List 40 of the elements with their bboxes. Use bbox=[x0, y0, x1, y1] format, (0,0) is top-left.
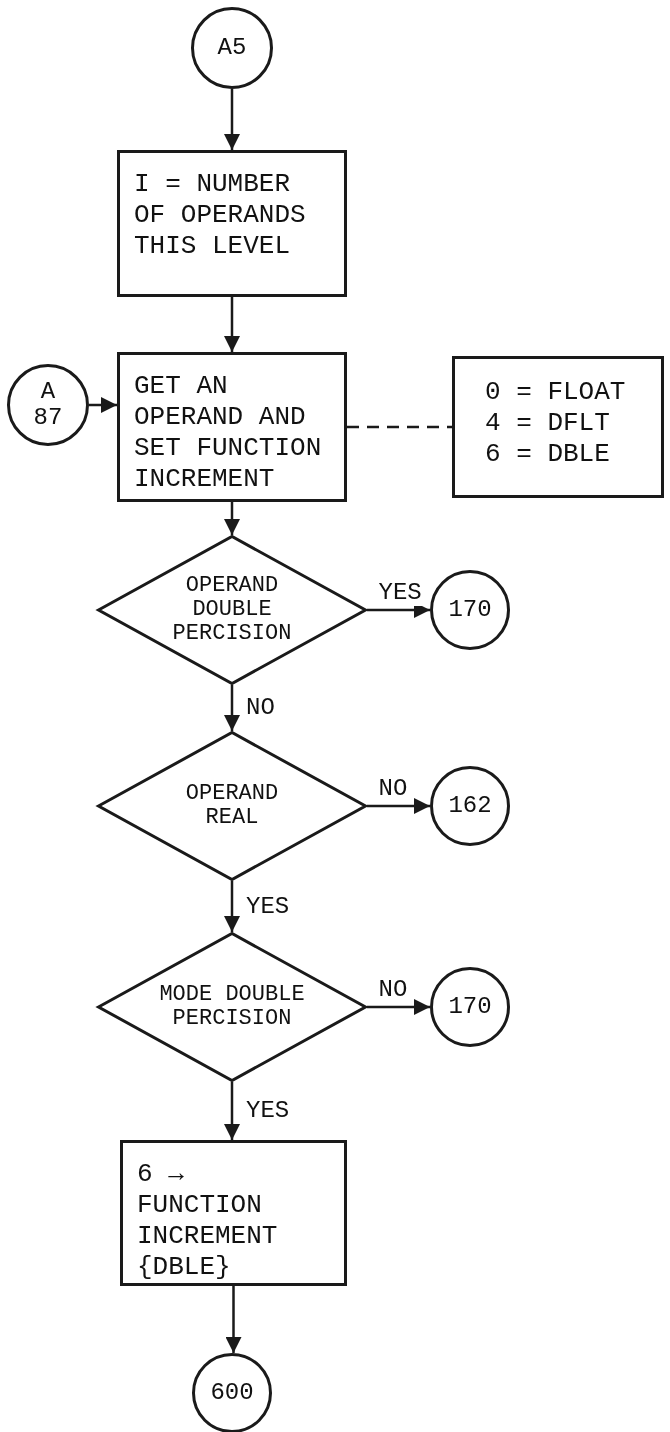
arrow bbox=[367, 999, 430, 1015]
process-box bbox=[452, 356, 664, 498]
node-text: 162 bbox=[448, 793, 492, 819]
arrow bbox=[224, 502, 240, 535]
node-text: A 87 bbox=[32, 379, 64, 431]
connector-line bbox=[347, 425, 452, 429]
arrow bbox=[224, 89, 240, 150]
node-text: 6 = DBLE bbox=[485, 439, 611, 470]
node-text: GET AN OPERAND AND SET FUNCTION INCREMENT bbox=[134, 371, 323, 495]
edge-label: YES bbox=[376, 580, 424, 606]
connector-circle bbox=[430, 766, 510, 846]
connector-circle bbox=[191, 7, 273, 89]
connector-circle bbox=[430, 570, 510, 650]
node-text: 170 bbox=[448, 994, 492, 1020]
node-text: OPERAND REAL bbox=[184, 782, 280, 830]
node-text: 600 bbox=[210, 1380, 254, 1406]
node-text: A5 bbox=[217, 35, 247, 61]
process-box bbox=[117, 150, 347, 297]
connector-circle bbox=[430, 967, 510, 1047]
arrow bbox=[89, 397, 117, 413]
arrow bbox=[224, 1082, 240, 1140]
node-text: FUNCTION INCREMENT {DBLE} bbox=[137, 1190, 279, 1283]
node-text: OPERAND DOUBLE PERCISION bbox=[171, 574, 293, 646]
node-text: 0 = FLOAT bbox=[485, 377, 627, 408]
arrow bbox=[224, 685, 240, 731]
process-box bbox=[120, 1140, 347, 1286]
node-text: I = NUMBER OF OPERANDS THIS LEVEL bbox=[134, 169, 307, 262]
decision-diamond bbox=[97, 731, 367, 881]
node-text: 170 bbox=[448, 597, 492, 623]
arrow bbox=[367, 798, 430, 814]
decision-diamond bbox=[97, 535, 367, 685]
process-box bbox=[117, 352, 347, 502]
node-text: 4 = DFLT bbox=[485, 408, 611, 439]
arrow bbox=[224, 881, 240, 932]
node-text: 6 → bbox=[137, 1159, 185, 1190]
arrow bbox=[225, 1286, 242, 1353]
node-text: MODE DOUBLE PERCISION bbox=[158, 983, 306, 1031]
decision-diamond bbox=[97, 932, 367, 1082]
connector-circle bbox=[7, 364, 89, 446]
arrow bbox=[224, 297, 240, 352]
